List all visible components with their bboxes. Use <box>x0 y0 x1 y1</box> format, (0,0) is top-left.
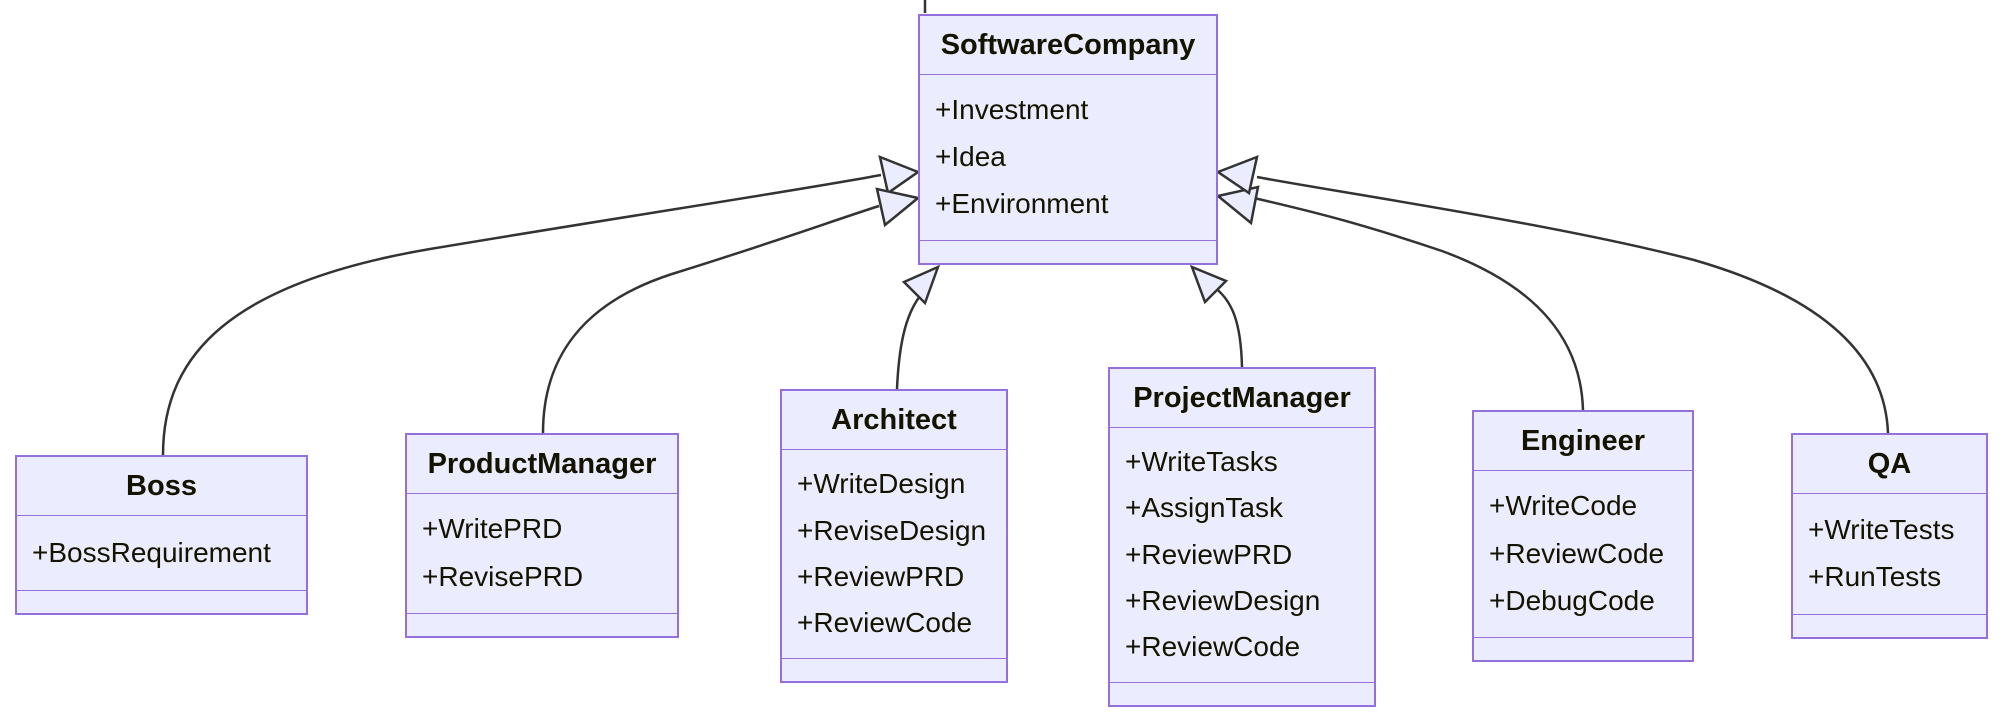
class-title: Boss <box>17 457 306 516</box>
class-title: ProductManager <box>407 435 677 494</box>
edge-engineer-to-softwarecompany <box>1215 185 1585 411</box>
edge-architect-to-softwarecompany <box>895 264 941 390</box>
edge-line <box>895 288 927 390</box>
edge-productmanager-to-softwarecompany <box>541 187 921 434</box>
class-member: +WriteTasks <box>1125 446 1278 478</box>
inheritance-arrowhead-icon <box>901 264 941 306</box>
class-member: +AssignTask <box>1125 492 1283 524</box>
class-methods-empty <box>407 613 677 636</box>
class-methods-empty <box>1474 637 1692 660</box>
class-members: +BossRequirement <box>17 516 306 590</box>
class-members: +WriteCode +ReviewCode +DebugCode <box>1474 471 1692 637</box>
class-members: +WriteTasks +AssignTask +ReviewPRD +Revi… <box>1110 428 1374 682</box>
class-members: +WriteDesign +ReviseDesign +ReviewPRD +R… <box>782 450 1006 658</box>
class-box-engineer: Engineer +WriteCode +ReviewCode +DebugCo… <box>1472 410 1694 662</box>
class-member: +WritePRD <box>422 513 563 545</box>
class-member: +ReviseDesign <box>797 514 987 546</box>
class-methods-empty <box>782 658 1006 681</box>
class-members: +WriteTests +RunTests <box>1793 494 1986 614</box>
class-box-qa: QA +WriteTests +RunTests <box>1791 433 1988 639</box>
edge-boss-to-softwarecompany <box>161 154 921 456</box>
class-member: +ReviewDesign <box>1125 584 1321 616</box>
class-members: +WritePRD +RevisePRD <box>407 494 677 613</box>
class-methods-empty <box>1793 614 1986 637</box>
class-title: Engineer <box>1474 412 1692 471</box>
class-member: +DebugCode <box>1489 584 1655 616</box>
class-methods-empty <box>1110 682 1374 705</box>
class-box-boss: Boss +BossRequirement <box>15 455 308 615</box>
class-member: +BossRequirement <box>32 536 271 568</box>
inheritance-arrowhead-icon <box>1189 264 1229 305</box>
class-methods-empty <box>920 240 1216 263</box>
class-title: ProjectManager <box>1110 369 1374 428</box>
inheritance-arrowhead-icon <box>1215 185 1260 226</box>
class-member: +Idea <box>935 141 1006 173</box>
class-title: SoftwareCompany <box>920 16 1216 75</box>
class-member: +WriteCode <box>1489 490 1638 522</box>
class-member: +ReviewCode <box>1489 537 1665 569</box>
class-members: +Investment +Idea +Environment <box>920 75 1216 240</box>
class-member: +WriteDesign <box>797 468 966 500</box>
class-member: +ReviewPRD <box>1125 538 1293 570</box>
class-member: +Investment <box>935 94 1089 126</box>
class-box-productmanager: ProductManager +WritePRD +RevisePRD <box>405 433 679 638</box>
class-member: +ReviewCode <box>797 606 973 638</box>
class-box-projectmanager: ProjectManager +WriteTasks +AssignTask +… <box>1108 367 1376 707</box>
class-member: +RunTests <box>1808 561 1942 593</box>
class-member: +Environment <box>935 188 1109 220</box>
edge-projectmanager-to-softwarecompany <box>1189 264 1244 368</box>
inheritance-arrowhead-icon <box>875 187 921 228</box>
class-member: +RevisePRD <box>422 560 584 592</box>
class-title: QA <box>1793 435 1986 494</box>
class-methods-empty <box>17 590 306 613</box>
class-title: Architect <box>782 391 1006 450</box>
class-box-architect: Architect +WriteDesign +ReviseDesign +Re… <box>780 389 1008 683</box>
class-box-softwarecompany: SoftwareCompany +Investment +Idea +Envir… <box>918 14 1218 265</box>
edge-line <box>161 173 882 456</box>
edge-line <box>541 204 880 434</box>
class-member: +ReviewPRD <box>797 560 965 592</box>
inheritance-arrowhead-icon <box>878 154 921 196</box>
class-member: +WriteTests <box>1808 513 1955 545</box>
class-member: +ReviewCode <box>1125 630 1301 662</box>
edge-line <box>1210 283 1244 368</box>
edge-line <box>1253 196 1585 411</box>
inheritance-arrowhead-icon <box>1215 154 1259 196</box>
edge-line <box>1256 175 1890 434</box>
edge-qa-to-softwarecompany <box>1215 154 1890 434</box>
